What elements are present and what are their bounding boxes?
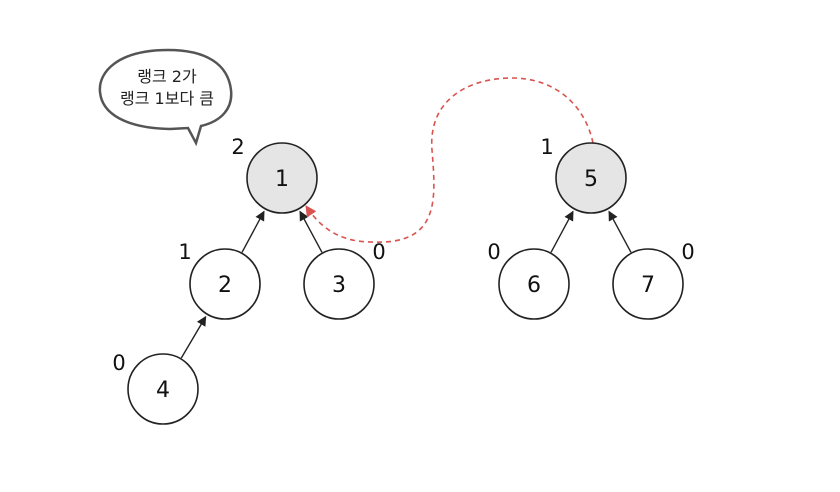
rank-label: 2	[231, 135, 244, 159]
node-label: 6	[527, 273, 541, 298]
node-5: 5 1	[540, 135, 627, 214]
bubble-line-2: 랭크 1보다 큼	[120, 89, 214, 108]
edges-layer	[180, 210, 632, 359]
union-link-5-to-1	[305, 77, 594, 243]
edge-6-to-5	[550, 210, 574, 253]
rank-label: 1	[540, 135, 553, 159]
rank-label: 0	[112, 351, 125, 375]
bubble-line-1: 랭크 2가	[137, 67, 197, 86]
node-circle	[127, 353, 199, 425]
rank-label: 0	[487, 240, 500, 264]
node-circle	[246, 142, 318, 214]
node-label: 1	[275, 167, 289, 192]
speech-bubble-shape	[98, 48, 233, 147]
rank-label: 0	[681, 240, 694, 264]
node-7: 7 0	[612, 240, 695, 320]
node-label: 7	[641, 273, 655, 298]
node-circle	[303, 248, 375, 320]
edge-2-to-1	[241, 210, 265, 253]
node-2: 2 1	[178, 240, 261, 320]
node-circle	[555, 142, 627, 214]
speech-bubble: 랭크 2가 랭크 1보다 큼	[98, 48, 233, 147]
node-circle	[498, 248, 570, 320]
edge-3-to-1	[299, 210, 323, 253]
edge-7-to-5	[608, 210, 632, 253]
node-6: 6 0	[487, 240, 570, 320]
rank-label: 1	[178, 240, 191, 264]
node-label: 3	[332, 273, 346, 298]
edge-4-to-2	[180, 315, 207, 359]
node-3: 3 0	[303, 240, 386, 320]
node-circle	[612, 248, 684, 320]
rank-label: 0	[372, 240, 385, 264]
node-4: 4 0	[112, 351, 199, 425]
node-label: 5	[584, 167, 598, 192]
node-label: 2	[218, 273, 232, 298]
node-circle	[189, 248, 261, 320]
node-label: 4	[156, 378, 170, 403]
nodes-layer: 1 2 2 1 3 0 4 0 5 1 6 0 7	[112, 135, 695, 425]
node-1: 1 2	[231, 135, 318, 214]
union-link-layer	[305, 77, 594, 243]
